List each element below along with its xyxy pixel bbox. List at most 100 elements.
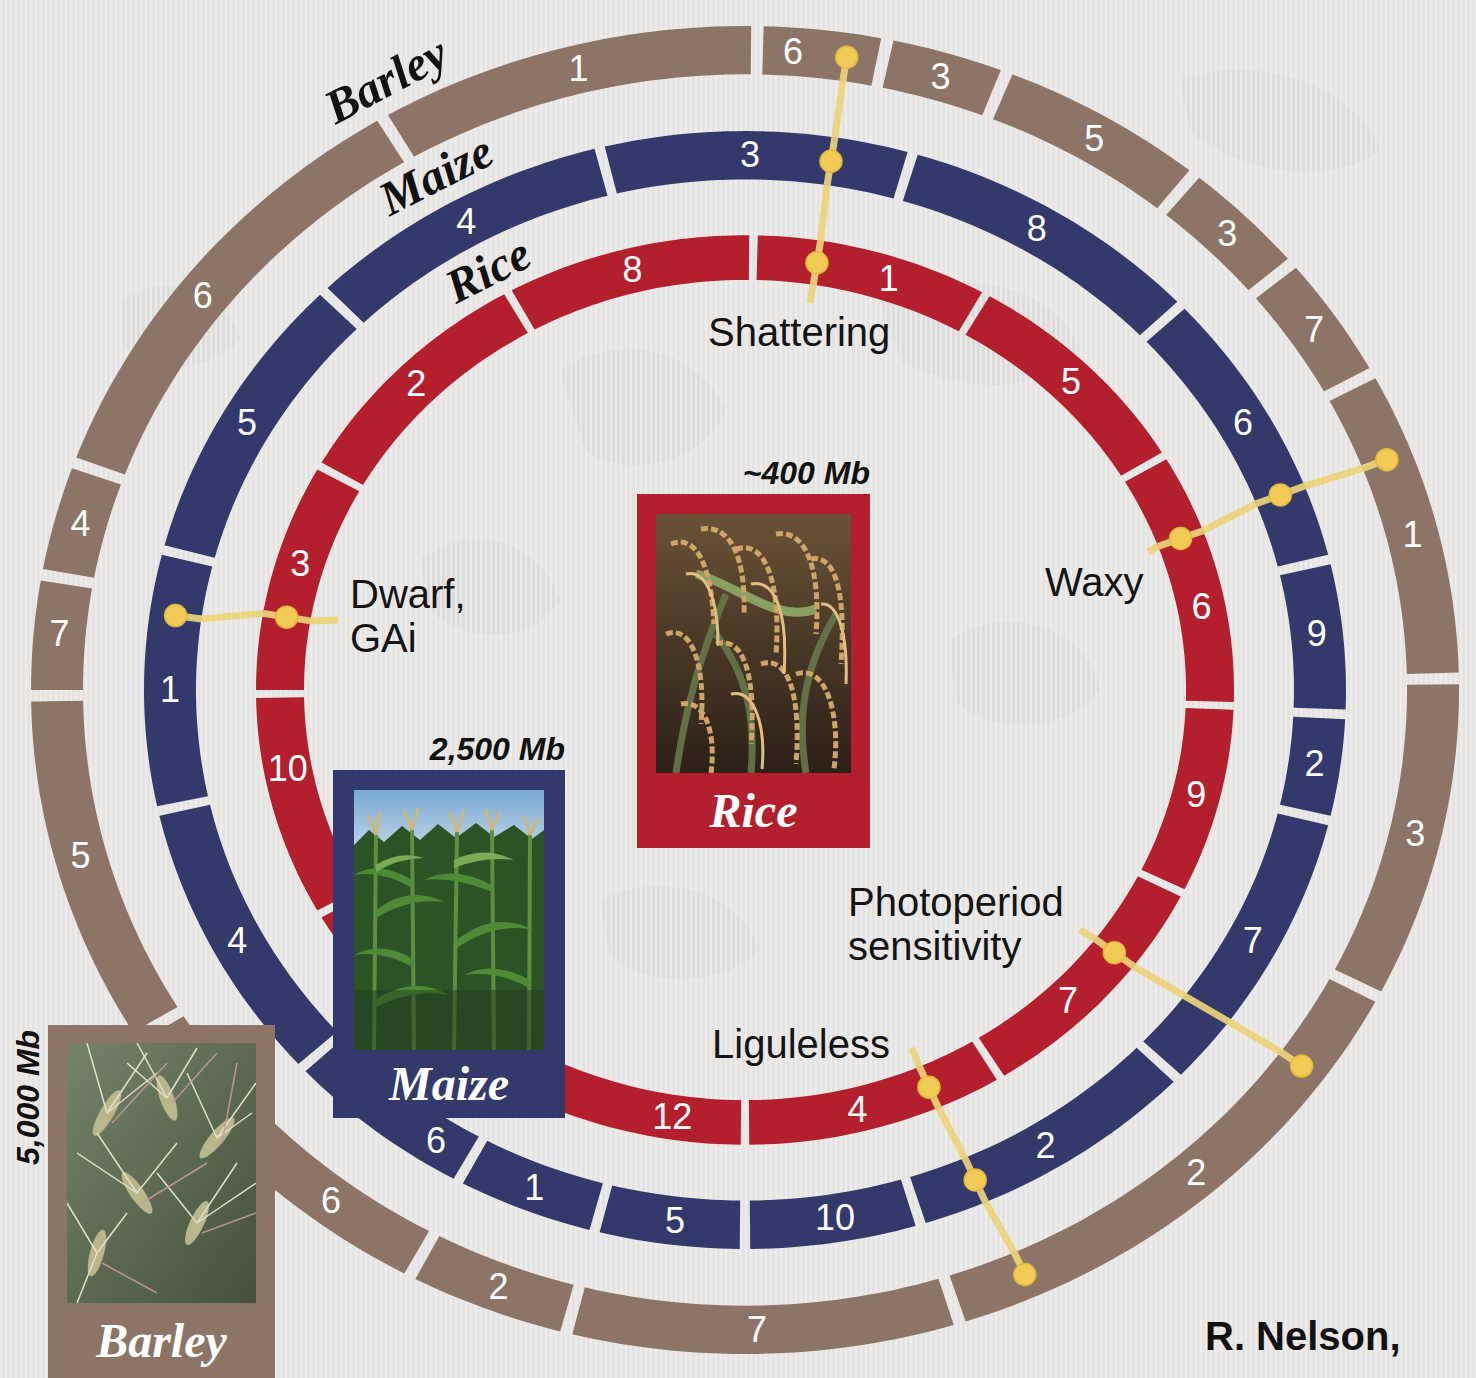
chromosome-number: 2 bbox=[488, 1269, 508, 1305]
barley-photo bbox=[67, 1043, 256, 1303]
maize-photo bbox=[492, 812, 500, 830]
chromosome-number: 4 bbox=[847, 1092, 867, 1128]
trait-dot bbox=[918, 1076, 940, 1098]
chromosome-segment-fill bbox=[950, 979, 1376, 1321]
chromosome-segment-fill bbox=[463, 1141, 603, 1230]
chromosome-number: 3 bbox=[290, 546, 310, 582]
barley-photo bbox=[67, 1043, 256, 1303]
chromosome-number: 7 bbox=[1304, 312, 1324, 348]
crop-name: Barley bbox=[67, 1303, 256, 1378]
chromosome-segment-fill bbox=[388, 26, 751, 157]
maize-photo bbox=[454, 853, 514, 869]
rice-photo bbox=[761, 663, 797, 764]
chromosome-segment: 4 bbox=[41, 467, 122, 579]
label-holder: Barley bbox=[317, 28, 455, 132]
chromosome-segment: 3 bbox=[1165, 176, 1289, 292]
label-holder: Rice bbox=[438, 229, 538, 312]
trait-name: Photoperiod sensitivity bbox=[848, 880, 1064, 968]
chromosome-number: 6 bbox=[193, 278, 213, 314]
genome-size: 2,500 Mb bbox=[333, 728, 565, 770]
chromosome-segment: 8 bbox=[901, 153, 1179, 337]
rice-photo bbox=[686, 573, 846, 769]
chromosome-segment: 7 bbox=[30, 579, 94, 692]
chromosome-segment: 2 bbox=[909, 1046, 1175, 1225]
chromosome-number: 7 bbox=[747, 1312, 767, 1348]
rice-photo bbox=[666, 632, 702, 724]
chromosome-number: 6 bbox=[1233, 405, 1253, 441]
trait-name: Shattering bbox=[708, 310, 890, 354]
chromosome-number: 2 bbox=[1304, 746, 1324, 782]
chromosome-segment: 6 bbox=[761, 25, 883, 87]
chromosome-segment: 10 bbox=[748, 1178, 917, 1250]
rice-photo bbox=[802, 614, 836, 773]
chromosome-segment-fill bbox=[76, 121, 404, 475]
chromosome-number: 5 bbox=[237, 405, 257, 441]
maize-photo bbox=[404, 810, 412, 830]
maize-photo bbox=[376, 853, 514, 873]
chromosome-segment-fill bbox=[966, 296, 1162, 476]
barley-photo bbox=[172, 1053, 217, 1103]
chromosome-segment-shape bbox=[948, 978, 1377, 1323]
trait-dot bbox=[165, 605, 187, 627]
barley-photo bbox=[77, 1153, 137, 1193]
photo-window bbox=[656, 514, 851, 773]
chromosome-segment: 2 bbox=[414, 1235, 575, 1333]
chromosome-segment-fill bbox=[31, 580, 92, 690]
barley-photo bbox=[97, 1213, 127, 1253]
chromosome-segment: 5 bbox=[991, 73, 1191, 210]
trait-line-stub bbox=[310, 617, 338, 625]
chromosome-number: 2 bbox=[1186, 1155, 1206, 1191]
chromosome-segment-fill bbox=[1335, 684, 1459, 991]
barley-photo bbox=[217, 1083, 256, 1138]
chromosome-segment-shape bbox=[761, 25, 883, 87]
chromosome-segment: 9 bbox=[1278, 563, 1347, 711]
maize-photo bbox=[354, 869, 534, 1008]
chromosome-segment-fill bbox=[1143, 814, 1328, 1075]
chromosome-segment: 1 bbox=[143, 553, 214, 808]
photo-frame: 2,500 MbMaize bbox=[333, 770, 565, 1118]
chromosome-number: 4 bbox=[227, 923, 247, 959]
barley-photo bbox=[202, 1213, 256, 1233]
chromosome-number: 4 bbox=[70, 506, 90, 542]
chromosome-number: 2 bbox=[1035, 1128, 1055, 1164]
chromosome-segment: 2 bbox=[320, 293, 529, 486]
chromosome-number: 6 bbox=[783, 34, 803, 70]
chromosome-segment-shape bbox=[1333, 683, 1460, 993]
chromosome-segment: 3 bbox=[603, 130, 909, 200]
maize-photo bbox=[486, 809, 492, 830]
chromosome-number: 3 bbox=[930, 59, 950, 95]
barley-photo bbox=[67, 1043, 256, 1303]
chromosome-segment: 3 bbox=[881, 39, 1002, 117]
map-texture bbox=[950, 622, 1100, 725]
trait-line-stub bbox=[810, 285, 813, 303]
trait-dot bbox=[836, 46, 858, 68]
chromosome-segment-shape bbox=[30, 699, 179, 1033]
trait-name: Waxy bbox=[1045, 560, 1144, 604]
trait-line-stub bbox=[965, 1158, 986, 1202]
chromosome-segment: 1 bbox=[1328, 377, 1460, 675]
photo-window bbox=[67, 1043, 256, 1303]
chromosome-segment: 7 bbox=[571, 1277, 955, 1356]
chromosome-segment-fill bbox=[910, 1048, 1174, 1223]
chromosome-number: 8 bbox=[1027, 211, 1047, 247]
chromosome-segment: 7 bbox=[1254, 266, 1371, 393]
chromosome-segment-shape bbox=[1328, 377, 1460, 675]
trait-lines bbox=[176, 57, 1387, 1274]
label-holder: Liguleless bbox=[712, 1022, 890, 1066]
chromosome-segment: 9 bbox=[1140, 706, 1235, 891]
maize-photo bbox=[412, 808, 418, 830]
trait-dot bbox=[1014, 1264, 1036, 1286]
barley-photo bbox=[197, 1163, 237, 1223]
label-holder: Dwarf, GAi bbox=[350, 572, 466, 660]
chromosome-number: 2 bbox=[406, 366, 426, 402]
trait-connector bbox=[821, 185, 827, 241]
chromosome-number: 1 bbox=[1403, 517, 1423, 553]
chromosome-number: 1 bbox=[569, 51, 589, 87]
chromosome-segment-fill bbox=[144, 555, 212, 806]
trait-dot bbox=[964, 1169, 986, 1191]
map-texture bbox=[120, 70, 1380, 979]
barley-photo bbox=[77, 1253, 97, 1303]
